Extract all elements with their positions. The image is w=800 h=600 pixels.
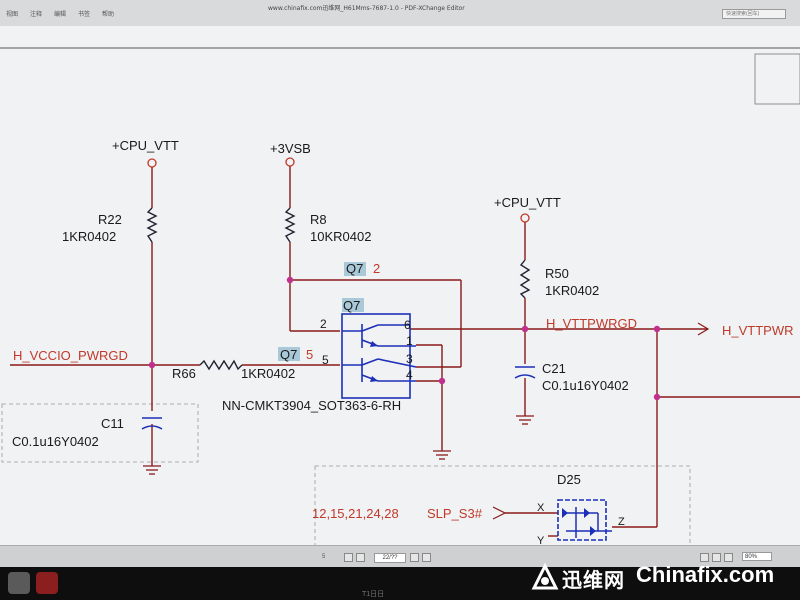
r8-ref: R8: [310, 212, 327, 227]
offpage-arrow-slp: [492, 506, 507, 520]
net-label-h-vccio-pwrgd: H_VCCIO_PWRGD: [13, 348, 128, 363]
r66-ref: R66: [172, 366, 196, 381]
watermark: 迅维网 Chinafix.com: [528, 560, 800, 594]
c11-ref: C11: [101, 416, 124, 431]
ground-q7: [433, 450, 451, 460]
r66-value: 1KR0402: [241, 366, 295, 381]
chinafix-logo-icon: [531, 562, 559, 590]
watermark-en: Chinafix.com: [636, 562, 775, 587]
q7-pin-2: 2: [320, 317, 327, 331]
r50-value: 1KR0402: [545, 283, 599, 298]
q7-tag-upper-bg: [344, 262, 366, 276]
q7-part-number: NN-CMKT3904_SOT363-6-RH: [222, 398, 401, 413]
start-icon[interactable]: [8, 572, 30, 594]
resistor-r50: [519, 259, 531, 299]
next-page-button[interactable]: [410, 553, 419, 562]
net-label-slp-s3: SLP_S3#: [427, 506, 483, 521]
watermark-cn: 迅维网: [562, 570, 625, 592]
q7-tag-left: Q7: [280, 347, 297, 362]
menu-help[interactable]: 帮助: [102, 11, 115, 18]
net-label-cpu-vtt-1: +CPU_VTT: [112, 138, 179, 153]
q7-pin-3: 3: [406, 352, 413, 366]
menu-view[interactable]: 视图: [6, 11, 19, 18]
page-left-number: 5: [322, 554, 326, 560]
c21-ref: C21: [542, 361, 566, 376]
resistor-r8: [284, 207, 296, 243]
q7-ref: Q7: [343, 298, 360, 313]
q7-tag-left-bg: [278, 347, 300, 361]
menu-bookmark[interactable]: 书签: [78, 11, 91, 18]
fit-width-button[interactable]: [712, 553, 721, 562]
net-label-h-vttpwr-offpage: H_VTTPWR: [722, 323, 794, 338]
r8-value: 10KR0402: [310, 229, 371, 244]
transistor-q7: [341, 313, 417, 399]
first-page-button[interactable]: [344, 553, 353, 562]
ground-c11: [143, 465, 161, 475]
r22-ref: R22: [98, 212, 122, 227]
q7-pin-1: 1: [406, 334, 413, 348]
d25-pin-x: X: [537, 502, 545, 514]
window-title: www.chinafix.com迅维网_H61Mms-7687-1.0 - PD…: [268, 5, 465, 12]
dashed-box-c11: [1, 403, 199, 463]
q7-tag-left-pin: 5: [306, 347, 313, 362]
offpage-arrow-vttpwr: [697, 322, 710, 336]
power-port-cpu-vtt-2: [520, 213, 530, 223]
resistor-r66: [199, 359, 243, 371]
diode-d25: [557, 499, 612, 541]
capacitor-c21: [514, 366, 536, 379]
search-input[interactable]: 快速搜索(回车): [722, 9, 786, 19]
junctions: [148, 276, 661, 401]
d25-pin-z: Z: [618, 516, 625, 528]
taskbar: T1日日: [0, 567, 800, 600]
c21-value: C0.1u16Y0402: [542, 378, 629, 393]
power-port-3vsb: [285, 157, 295, 167]
power-port-cpu-vtt-1: [147, 158, 157, 168]
q7-pin-6: 6: [404, 318, 411, 332]
wires: [10, 166, 800, 537]
pdf-app-icon[interactable]: [36, 572, 58, 594]
q7-tag-upper-pin: 2: [373, 261, 380, 276]
q7-tag-upper: Q7: [346, 261, 363, 276]
q7-pin-4: 4: [406, 368, 413, 382]
menu-comment[interactable]: 注释: [30, 11, 43, 18]
ground-c21: [516, 415, 534, 425]
prev-page-button[interactable]: [356, 553, 365, 562]
net-label-cpu-vtt-2: +CPU_VTT: [494, 195, 561, 210]
title-block-field: [754, 53, 800, 105]
resistor-r22: [146, 207, 158, 243]
last-page-button[interactable]: [422, 553, 431, 562]
taskbar-label: T1日日: [362, 591, 385, 598]
menu-edit[interactable]: 编辑: [54, 11, 67, 18]
net-label-h-vttpwrgd: H_VTTPWRGD: [546, 316, 637, 331]
zoom-select[interactable]: 80%: [742, 552, 772, 561]
document-canvas[interactable]: +CPU_VTT +3VSB +CPU_VTT R22 1KR0402 R8 1…: [0, 26, 800, 546]
c11-value: C0.1u16Y0402: [12, 434, 99, 449]
actual-size-button[interactable]: [724, 553, 733, 562]
r22-value: 1KR0402: [62, 229, 116, 244]
status-bar: 5 22/?? 80%: [0, 545, 800, 568]
q7-pin-5: 5: [322, 353, 329, 367]
d25-pin-y: Y: [537, 535, 545, 546]
slp-s3-page-refs: 12,15,21,24,28: [312, 506, 399, 521]
d25-ref: D25: [557, 472, 581, 487]
title-bar: 视图 注释 编辑 书签 帮助 www.chinafix.com迅维网_H61Mm…: [0, 0, 800, 27]
page-number-input[interactable]: 22/??: [374, 553, 406, 563]
r50-ref: R50: [545, 266, 569, 281]
schematic: +CPU_VTT +3VSB +CPU_VTT R22 1KR0402 R8 1…: [0, 47, 800, 546]
fit-page-button[interactable]: [700, 553, 709, 562]
dashed-box-d25: [314, 465, 691, 546]
q7-ref-bg: [342, 298, 364, 312]
net-label-3vsb: +3VSB: [270, 141, 311, 156]
